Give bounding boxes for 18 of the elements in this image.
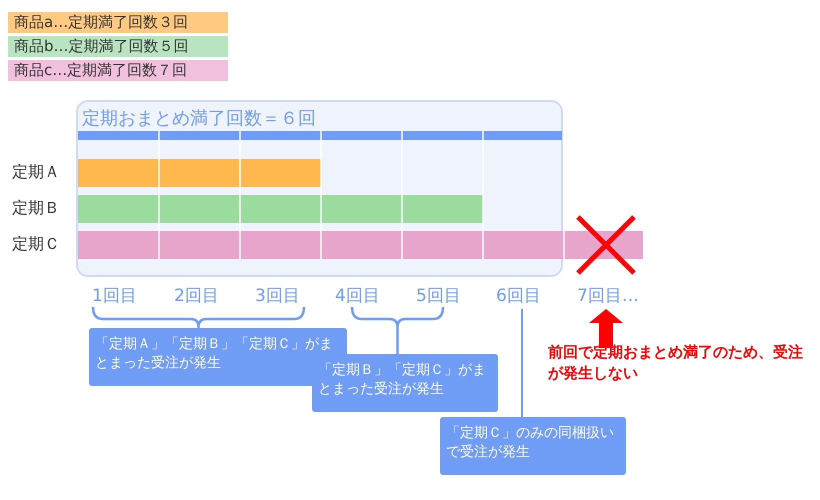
axis-label: 5回目 [416, 285, 461, 307]
legend-item: 商品c…定期満了回数７回 [8, 60, 228, 81]
axis-label: 7回目… [577, 284, 639, 307]
legend-item: 商品b…定期満了回数５回 [8, 36, 228, 57]
arrow [589, 309, 623, 348]
axis-label: 3回目 [255, 285, 300, 307]
row-label: 定期Ｃ [12, 234, 60, 255]
legend-item: 商品a…定期満了回数３回 [8, 12, 228, 33]
axis-label: 1回目 [92, 285, 137, 307]
row-label: 定期Ａ [12, 162, 60, 183]
axis-label: 4回目 [335, 285, 380, 307]
row-label: 定期Ｂ [12, 198, 60, 219]
panel-title: 定期おまとめ満了回数＝６回 [82, 107, 316, 130]
callout-box: 「定期Ｃ」のみの同梱扱いで受注が発生 [440, 417, 626, 475]
leader-line [521, 309, 523, 417]
axis-label: 2回目 [174, 285, 219, 307]
axis-label: 6回目 [496, 284, 541, 307]
callout-box: 「定期Ｂ」「定期Ｃ」がまとまった受注が発生 [312, 354, 498, 412]
